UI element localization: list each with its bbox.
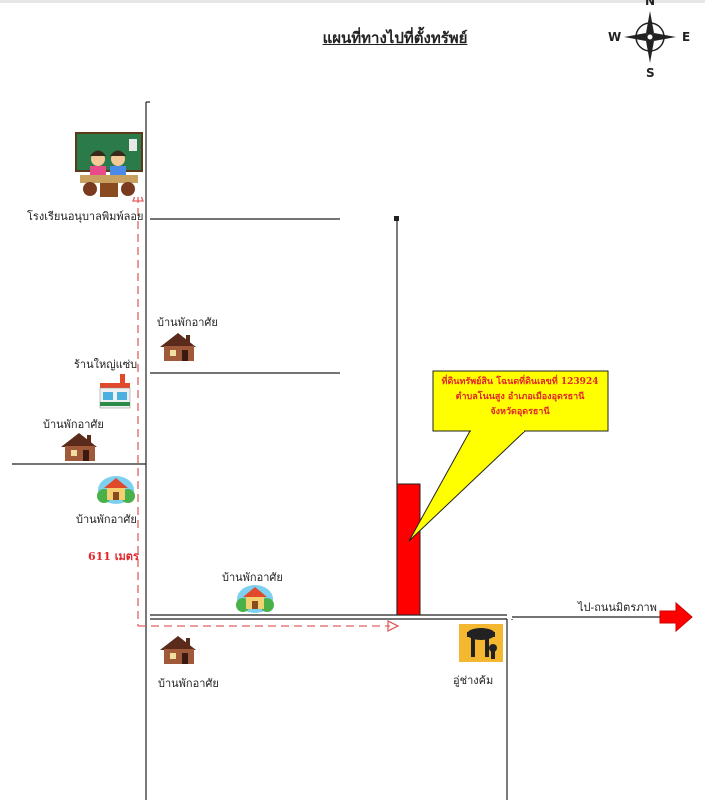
- residence-label: บ้านพักอาศัย: [158, 677, 219, 690]
- destination-label: ไป-ถนนมิตรภาพ: [578, 601, 657, 614]
- shop-icon: [99, 374, 131, 409]
- callout-line: ที่ดินทรัพย์สิน โฉนดที่ดินเลขที่ 123924: [441, 377, 599, 387]
- route-arrow-right: [387, 619, 400, 633]
- school-icon: [75, 132, 143, 197]
- house-icon: [160, 333, 196, 361]
- garage-label: อู่ช่างค้ม: [453, 674, 494, 687]
- road-end-marker: [394, 216, 399, 221]
- compass-east: E: [682, 30, 691, 44]
- property-callout: ที่ดินทรัพย์สิน โฉนดที่ดินเลขที่ 123924 …: [434, 373, 606, 431]
- callout-box: [432, 370, 609, 432]
- school-label: โรงเรียนอนุบาลพิมพ์ลอย: [27, 210, 144, 223]
- destination-arrow: [659, 601, 693, 633]
- callout-line: จังหวัดอุดรธานี: [490, 407, 550, 417]
- callout-line: ตำบลโนนสูง อำเภอเมืองอุดรธานี: [455, 392, 585, 402]
- compass-south: S: [646, 66, 655, 80]
- distance-label: 611 เมตร: [88, 550, 139, 563]
- roads: [12, 101, 662, 800]
- shop-label: ร้านใหญ่แซ่บ: [74, 358, 138, 371]
- map-title: แผนที่ทางไปที่ตั้งทรัพย์: [322, 29, 468, 47]
- compass-west: W: [608, 30, 622, 44]
- residence-label: บ้านพักอาศัย: [43, 418, 104, 431]
- residence-label: บ้านพักอาศัย: [222, 571, 283, 584]
- residence-label: บ้านพักอาศัย: [76, 513, 137, 526]
- garage-icon: [459, 624, 503, 662]
- house-green-icon: [236, 585, 274, 613]
- house-green-icon: [97, 476, 135, 504]
- route-path: [137, 195, 390, 627]
- residence-label: บ้านพักอาศัย: [157, 316, 218, 329]
- property-plot: [396, 483, 421, 616]
- compass-rose: [624, 11, 676, 63]
- callout-pointer: [408, 430, 527, 542]
- house-icon: [61, 433, 97, 461]
- house-icon: [160, 636, 196, 664]
- top-border: [0, 0, 705, 3]
- compass-north: N: [645, 0, 656, 8]
